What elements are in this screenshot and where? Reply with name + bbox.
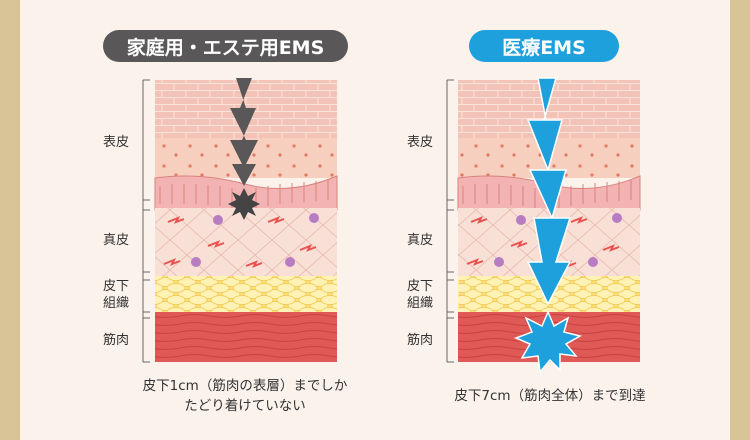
left-bracket-ticks bbox=[143, 79, 150, 363]
home-ems-caption: 皮下1cm（筋肉の表層）までしか たどり着けていない bbox=[110, 376, 380, 416]
left-label-epidermis: 表皮 bbox=[102, 135, 129, 150]
left-skin-diagram bbox=[142, 78, 338, 363]
right-dermis-cells bbox=[494, 213, 622, 267]
right-label-subcutaneous-2: 組織 bbox=[406, 296, 433, 311]
home-ems-caption-line1: 皮下1cm（筋肉の表層）までしか bbox=[142, 378, 348, 394]
home-ems-caption-line2: たどり着けていない bbox=[184, 398, 306, 414]
left-label-subcutaneous-2: 組織 bbox=[102, 296, 129, 311]
left-label-muscle: 筋肉 bbox=[102, 333, 129, 348]
left-dermis-cells bbox=[191, 213, 319, 267]
home-ems-title: 家庭用・エステ用EMS bbox=[103, 30, 348, 62]
right-label-dermis: 真皮 bbox=[406, 233, 433, 248]
right-current-arrow-icon bbox=[526, 77, 572, 306]
right-label-epidermis: 表皮 bbox=[406, 135, 433, 150]
left-current-arrow-icon bbox=[230, 78, 258, 186]
medical-ems-caption: 皮下7cm（筋肉全体）まで到達 bbox=[454, 388, 646, 404]
left-layer-dermis bbox=[155, 208, 337, 276]
left-label-dermis: 真皮 bbox=[102, 233, 129, 248]
right-impact-burst-icon bbox=[513, 310, 582, 374]
left-dermis-fibers bbox=[163, 216, 317, 268]
left-layer-muscle bbox=[155, 312, 337, 362]
left-impact-burst-icon bbox=[228, 188, 260, 220]
right-label-muscle: 筋肉 bbox=[406, 333, 433, 348]
left-label-subcutaneous-1: 皮下 bbox=[102, 279, 129, 294]
left-layer-fat bbox=[155, 276, 337, 312]
medical-ems-title: 医療EMS bbox=[469, 30, 619, 62]
right-skin-diagram bbox=[446, 77, 641, 374]
left-basal-cell-dividers bbox=[159, 180, 329, 208]
right-basal-cell-dividers bbox=[462, 180, 632, 208]
right-label-subcutaneous-1: 皮下 bbox=[406, 279, 433, 294]
right-bracket-ticks bbox=[447, 79, 454, 363]
